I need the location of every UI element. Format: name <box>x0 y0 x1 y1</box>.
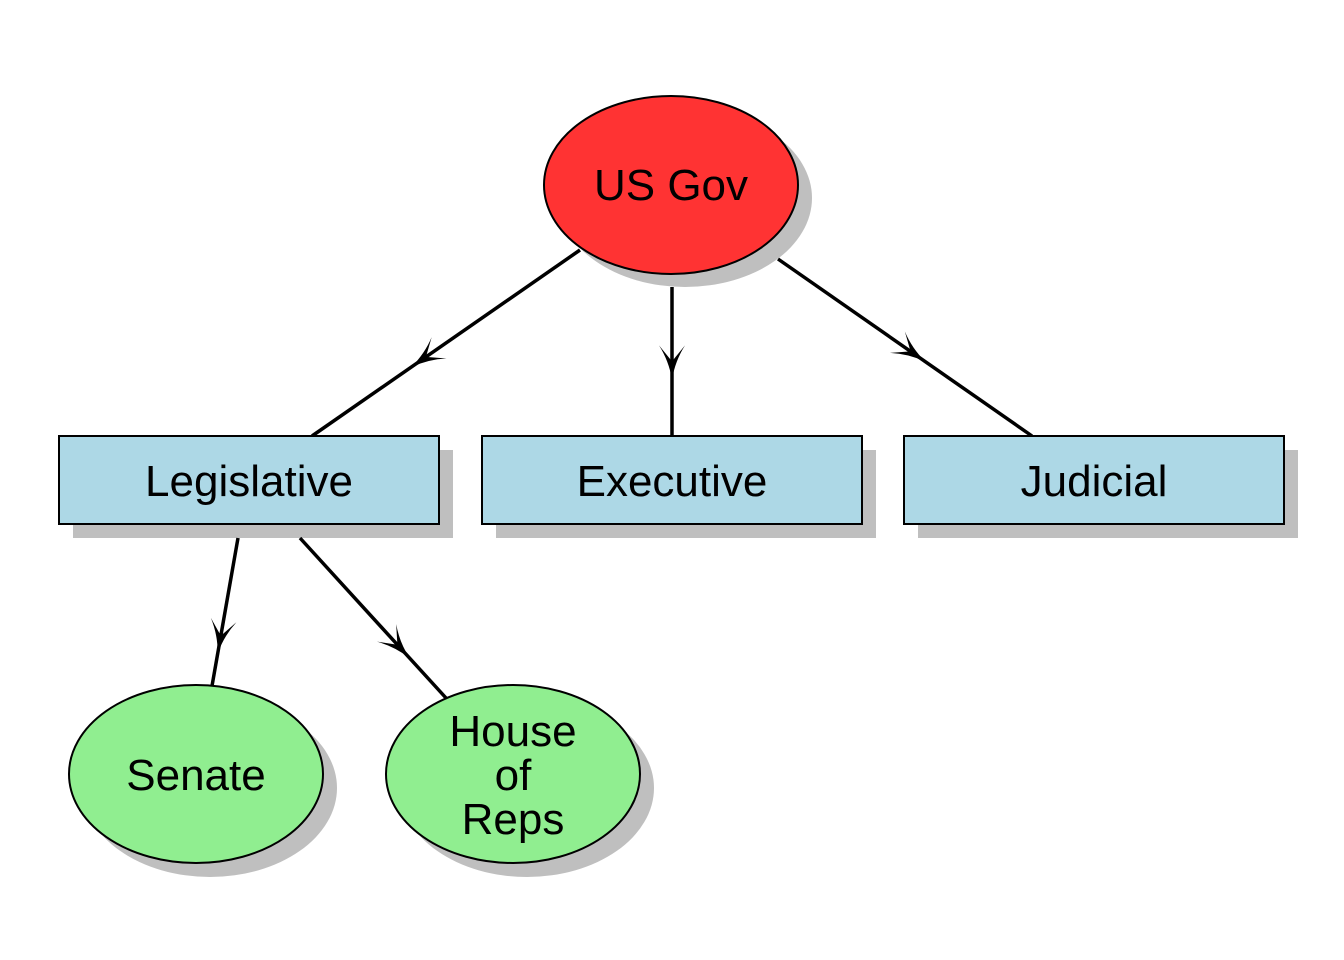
senate-label: Senate <box>126 751 265 800</box>
edge-usgov-legislative <box>311 248 581 438</box>
legislative-box <box>58 435 440 525</box>
executive-label: Executive <box>577 457 768 506</box>
node-senate: Senate <box>68 684 324 864</box>
arrowhead-judicial <box>889 331 926 362</box>
node-executive: Executive <box>481 435 863 525</box>
arrowheads <box>210 331 926 658</box>
node-house-of-reps: House of Reps <box>385 684 641 864</box>
edge-legislative-house <box>298 536 448 700</box>
us-gov-label: US Gov <box>594 161 748 210</box>
house-label-line-3: Reps <box>462 795 565 844</box>
edge-usgov-judicial <box>776 257 1034 438</box>
edge-legislative-senate <box>210 537 240 687</box>
edges <box>210 248 1034 700</box>
us-gov-ellipse <box>543 95 799 275</box>
senate-ellipse <box>68 684 324 864</box>
house-label-line-1: House <box>449 707 576 756</box>
house-ellipse <box>385 684 641 864</box>
arrowhead-house <box>376 624 410 658</box>
judicial-box <box>903 435 1285 525</box>
arrowhead-senate <box>210 617 237 654</box>
legislative-label: Legislative <box>145 457 353 506</box>
node-judicial: Judicial <box>903 435 1285 525</box>
node-legislative: Legislative <box>58 435 440 525</box>
arrowhead-legislative <box>411 337 447 368</box>
executive-box <box>481 435 863 525</box>
judicial-label: Judicial <box>1021 457 1168 506</box>
house-label-line-2: of <box>495 751 532 800</box>
node-us-gov: US Gov <box>543 95 799 275</box>
arrowhead-executive <box>659 345 685 380</box>
